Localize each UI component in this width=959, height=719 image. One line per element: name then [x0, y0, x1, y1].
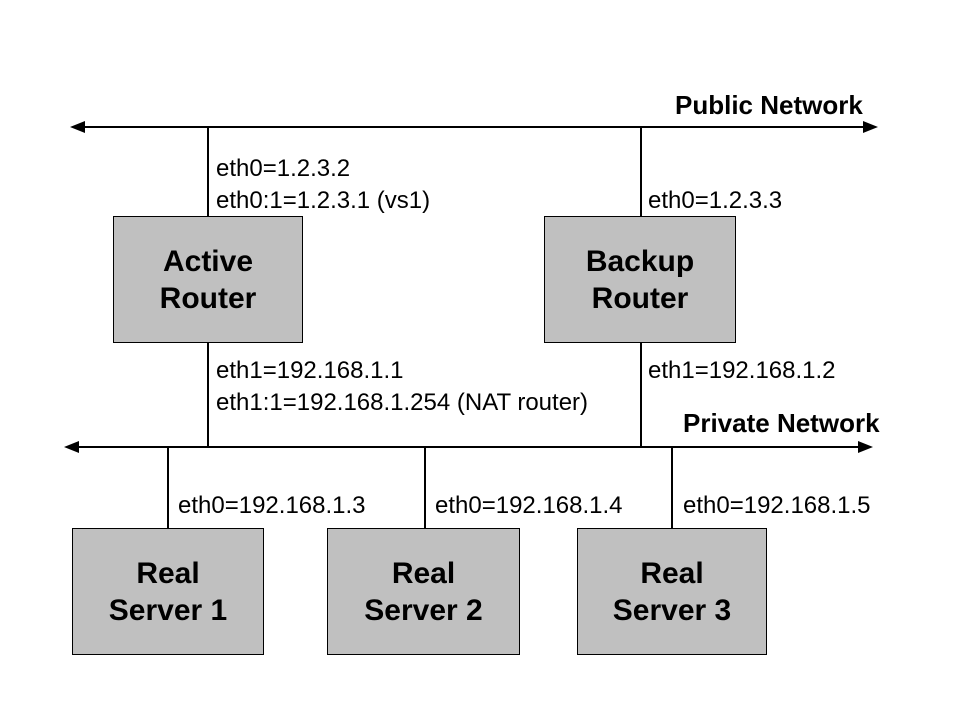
backup-router-box: Backup Router	[544, 216, 736, 343]
public-network-line	[76, 126, 870, 128]
real-server-2-box: Real Server 2	[327, 528, 520, 655]
active-router-eth1-alias-label: eth1:1=192.168.1.254 (NAT router)	[216, 389, 589, 416]
real-server-3-label: Real Server 3	[612, 556, 732, 627]
private-network-right-arrowhead-icon	[858, 441, 873, 453]
real-server-1-label: Real Server 1	[108, 556, 228, 627]
real-server-1-box: Real Server 1	[72, 528, 264, 655]
private-network-left-arrowhead-icon	[64, 441, 79, 453]
real-server-2-eth0-label: eth0=192.168.1.4	[435, 492, 623, 519]
backup-router-label: Backup Router	[585, 244, 695, 315]
backup-router-private-link-line	[640, 343, 642, 447]
real-server-2-label: Real Server 2	[364, 556, 483, 627]
real-server-3-link-line	[671, 447, 673, 529]
active-router-eth0-label: eth0=1.2.3.2	[216, 155, 351, 182]
backup-router-eth1-label: eth1=192.168.1.2	[648, 357, 836, 384]
active-router-public-link-line	[207, 127, 209, 216]
active-router-box: Active Router	[113, 216, 303, 343]
real-server-3-eth0-label: eth0=192.168.1.5	[683, 492, 871, 519]
real-server-1-eth0-label: eth0=192.168.1.3	[178, 492, 366, 519]
private-network-label: Private Network	[683, 408, 880, 438]
private-network-line	[70, 446, 864, 448]
public-network-left-arrowhead-icon	[70, 121, 85, 133]
active-router-label: Active Router	[159, 244, 257, 315]
active-router-eth0-alias-label: eth0:1=1.2.3.1 (vs1)	[216, 187, 431, 214]
backup-router-public-link-line	[640, 127, 642, 216]
public-network-right-arrowhead-icon	[863, 121, 878, 133]
real-server-1-link-line	[167, 447, 169, 529]
active-router-private-link-line	[207, 343, 209, 447]
real-server-3-box: Real Server 3	[577, 528, 767, 655]
active-router-eth1-label: eth1=192.168.1.1	[216, 357, 404, 384]
real-server-2-link-line	[424, 447, 426, 529]
public-network-label: Public Network	[675, 90, 863, 120]
backup-router-eth0-label: eth0=1.2.3.3	[648, 187, 783, 214]
